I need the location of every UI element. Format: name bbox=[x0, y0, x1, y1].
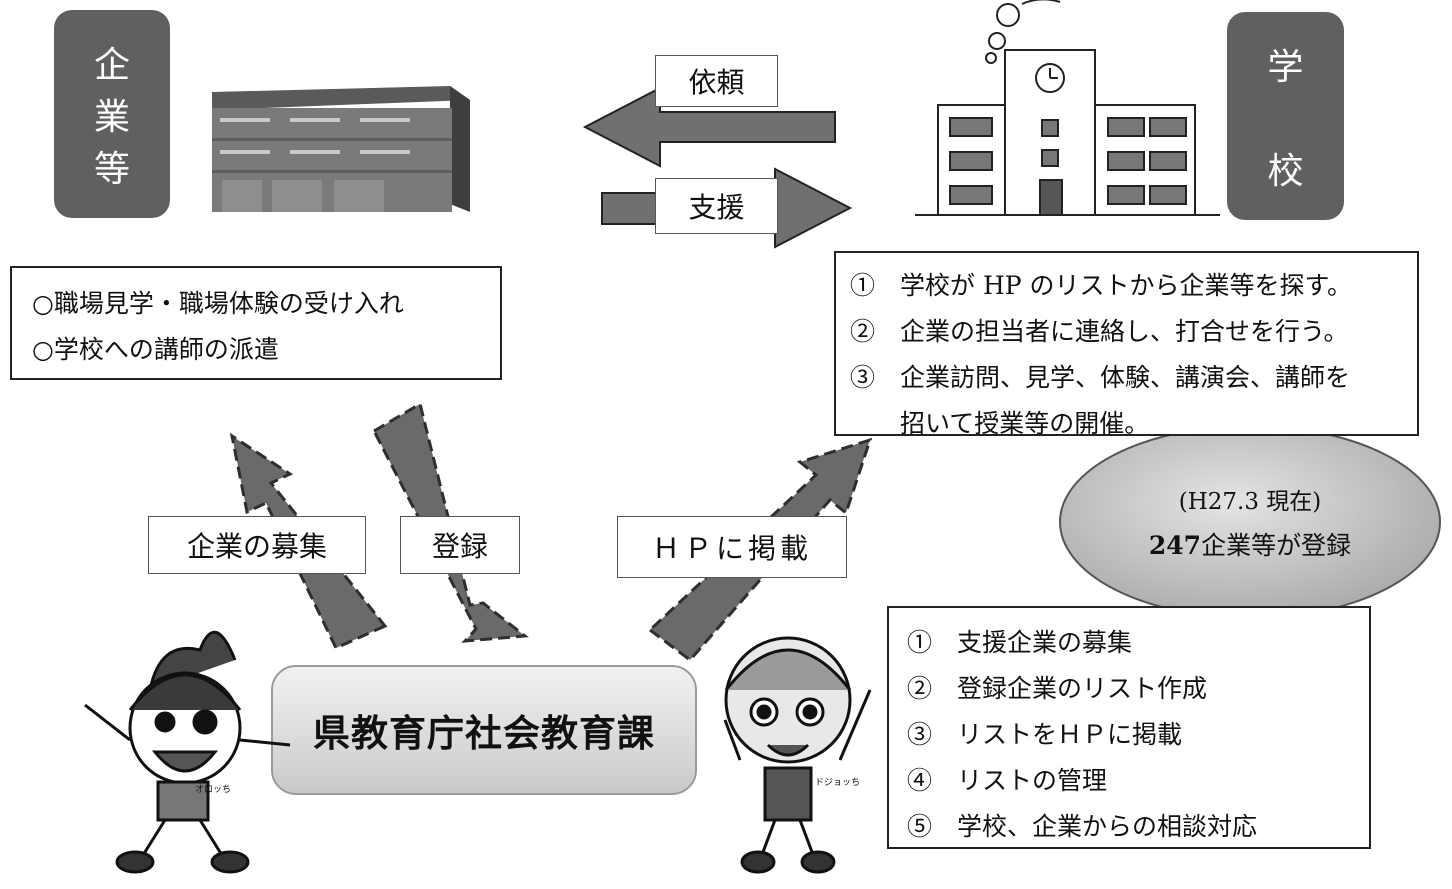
stats-count-line: 247企業等が登録 bbox=[1085, 524, 1415, 568]
company-label-char: 企 bbox=[93, 45, 130, 86]
school-step-item: ② 企業の担当者に連絡し、打合せを行う。 bbox=[850, 317, 1349, 346]
request-arrow bbox=[582, 86, 836, 168]
register-label: 登録 bbox=[400, 516, 520, 574]
recruit-label: 企業の募集 bbox=[148, 516, 366, 574]
mascot-left-name: オロッち bbox=[195, 785, 232, 795]
mascot-left-icon bbox=[84, 630, 291, 874]
school-step-item: ① 学校が HP のリストから企業等を探す。 bbox=[850, 271, 1353, 300]
stats-date: (H27.3 現在) bbox=[1178, 489, 1322, 515]
school-label-char: 校 bbox=[1267, 151, 1304, 192]
company-building-icon bbox=[212, 86, 470, 212]
stats-count-suffix: 企業等が登録 bbox=[1201, 531, 1352, 560]
company-role-item: ○学校への講師の派遣 bbox=[32, 335, 279, 364]
publish-label: ＨＰに掲載 bbox=[617, 516, 847, 578]
company-label-char: 等 bbox=[93, 149, 130, 190]
mascot-right-icon bbox=[723, 636, 872, 874]
office-task-item: ④ リストの管理 bbox=[907, 766, 1108, 795]
school-label: 学 校 bbox=[1227, 12, 1344, 220]
request-label: 依頼 bbox=[655, 55, 778, 107]
office-name: 県教育庁社会教育課 bbox=[313, 712, 655, 755]
stats-count: 247 bbox=[1148, 531, 1202, 560]
school-step-item: 招いて授業等の開催。 bbox=[850, 409, 1150, 438]
office-box-shape bbox=[271, 665, 697, 795]
office-tasks-box: ① 支援企業の募集 ② 登録企業のリスト作成 ③ リストをＨＰに掲載 ④ リスト… bbox=[887, 606, 1371, 849]
office-task-item: ③ リストをＨＰに掲載 bbox=[907, 720, 1183, 749]
register-arrow bbox=[372, 401, 529, 643]
office-task-item: ⑤ 学校、企業からの相談対応 bbox=[907, 812, 1258, 841]
registered-stats: (H27.3 現在) 247企業等が登録 bbox=[1085, 480, 1415, 568]
school-building-icon bbox=[915, 49, 1220, 216]
office-task-item: ② 登録企業のリスト作成 bbox=[907, 674, 1208, 703]
office-task-item: ① 支援企業の募集 bbox=[907, 628, 1133, 657]
school-label-char: 学 bbox=[1267, 47, 1304, 88]
company-role-item: ○職場見学・職場体験の受け入れ bbox=[32, 289, 404, 318]
company-label-char: 業 bbox=[93, 97, 130, 138]
support-label: 支援 bbox=[655, 178, 778, 234]
mascot-right-name: ドジョッち bbox=[815, 778, 861, 788]
thought-bubble-icon bbox=[985, 0, 1061, 64]
school-steps-box: ① 学校が HP のリストから企業等を探す。 ② 企業の担当者に連絡し、打合せを… bbox=[834, 251, 1419, 438]
company-label: 企 業 等 bbox=[54, 10, 170, 218]
company-roles-box: ○職場見学・職場体験の受け入れ ○学校への講師の派遣 bbox=[10, 266, 502, 380]
school-step-item: ③ 企業訪問、見学、体験、講演会、講師を bbox=[850, 363, 1351, 392]
